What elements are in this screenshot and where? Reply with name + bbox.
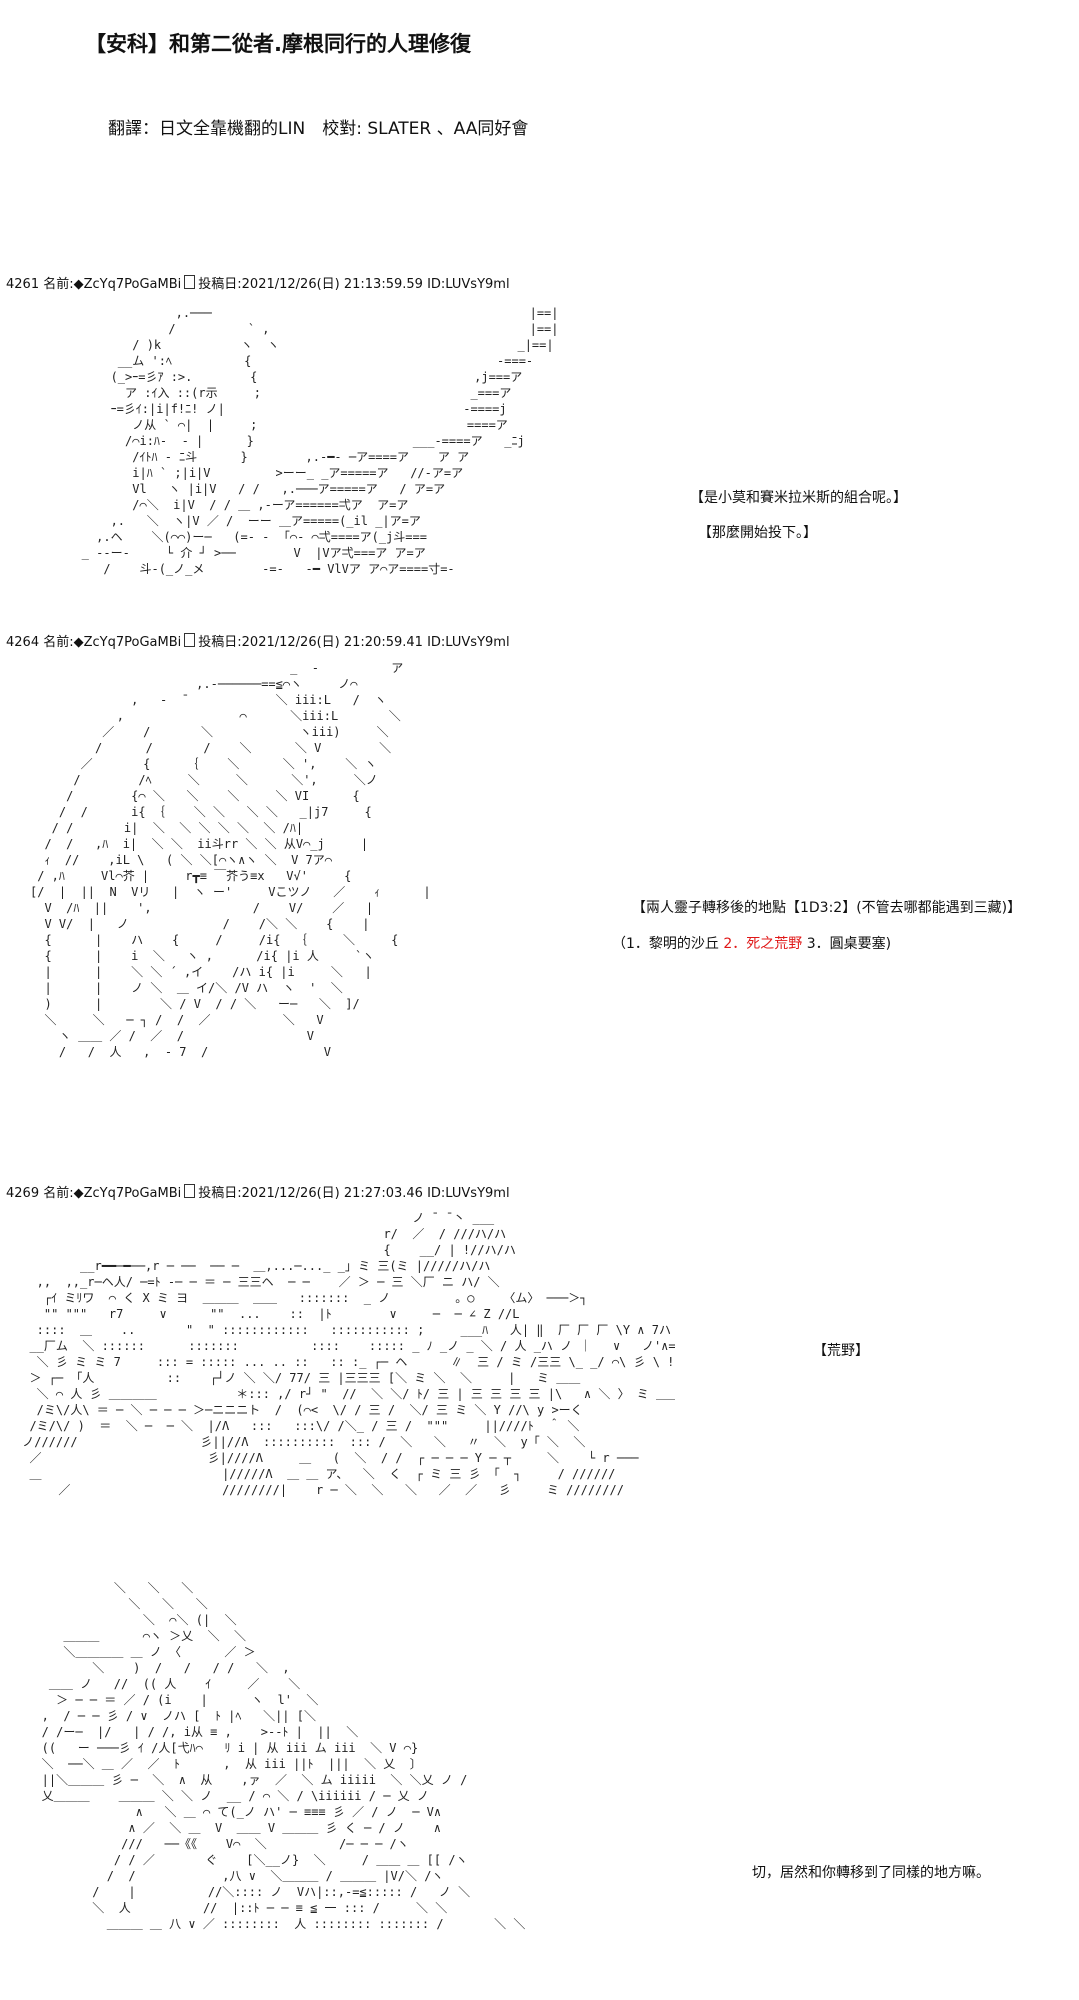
post-id: ID:LUVsY9ml xyxy=(427,635,510,650)
thread-title: 【安科】和第二從者.摩根同行的人理修復 xyxy=(85,32,471,56)
dialogue-line: 切，居然和你轉移到了同樣的地方嘛。 xyxy=(752,1865,990,1881)
trip-code: ◆ZcYq7PoGaMBi xyxy=(73,277,182,292)
post-date: 2021/12/26(日) 21:20:59.41 xyxy=(241,635,423,650)
post-number: 4264 xyxy=(6,635,40,650)
ascii-art: ＼ ＼ ＼ ＼ ＼ ＼ ＼ ⌒＼ (| ＼ ＿＿＿ ⌒ヽ ＞乂 ＼ ＼ ＼＿＿＿… xyxy=(41,1581,526,1931)
post-id: ID:LUVsY9ml xyxy=(427,277,510,292)
option-list: （1．黎明的沙丘 2．死之荒野 3．圓桌要塞) xyxy=(612,933,891,953)
post-id: ID:LUVsY9ml xyxy=(427,1186,510,1201)
translation-credit: 翻譯：日文全靠機翻的LIN 校對: SLATER 、AA同好會 xyxy=(108,119,529,139)
post-header: 4264 名前:◆ZcYq7PoGaMBi 投稿日:2021/12/26(日) 2… xyxy=(6,631,510,650)
ascii-art: _ ‐ ア ,.-──────==≦⌒ヽ ノ⌒ , ‐ ̄ ＼ iii:L / … xyxy=(30,661,431,1059)
date-label: 投稿日: xyxy=(198,277,242,292)
name-label: 名前: xyxy=(43,1186,74,1201)
option-1: （1．黎明的沙丘 xyxy=(612,936,719,952)
option-3: 3．圓桌要塞) xyxy=(806,936,892,952)
missing-glyph-icon xyxy=(184,633,196,647)
narration-note: 【那麼開始投下。】 xyxy=(698,525,817,541)
post-date: 2021/12/26(日) 21:27:03.46 xyxy=(241,1186,423,1201)
trip-code: ◆ZcYq7PoGaMBi xyxy=(73,635,182,650)
narration-note: 【是小莫和賽米拉米斯的組合呢。】 xyxy=(690,490,907,506)
post-date: 2021/12/26(日) 21:13:59.59 xyxy=(241,277,423,292)
ascii-art: ,.─── |==| / ` , |==| / )k ヽ ヽ _|==| xyxy=(81,306,559,576)
trip-code: ◆ZcYq7PoGaMBi xyxy=(73,1186,182,1201)
date-label: 投稿日: xyxy=(198,1186,242,1201)
date-label: 投稿日: xyxy=(198,635,242,650)
post-header: 4269 名前:◆ZcYq7PoGaMBi 投稿日:2021/12/26(日) 2… xyxy=(6,1182,510,1201)
narration-note: 【兩人靈子轉移後的地點【1D3:2】(不管去哪都能遇到三藏)】 xyxy=(632,900,1022,916)
missing-glyph-icon xyxy=(184,1184,196,1198)
name-label: 名前: xyxy=(43,635,74,650)
ascii-art: ノ ̄ ̄ 丶 ___ r/ ／ / ///ハ/ハ { __/ | !//ハ/ハ… xyxy=(22,1211,675,1497)
missing-glyph-icon xyxy=(184,275,196,289)
name-label: 名前: xyxy=(43,277,74,292)
post-number: 4269 xyxy=(6,1186,40,1201)
option-selected: 2．死之荒野 xyxy=(723,936,803,952)
location-note: 【荒野】 xyxy=(813,1343,869,1359)
post-number: 4261 xyxy=(6,277,40,292)
post-header: 4261 名前:◆ZcYq7PoGaMBi 投稿日:2021/12/26(日) 2… xyxy=(6,273,510,292)
